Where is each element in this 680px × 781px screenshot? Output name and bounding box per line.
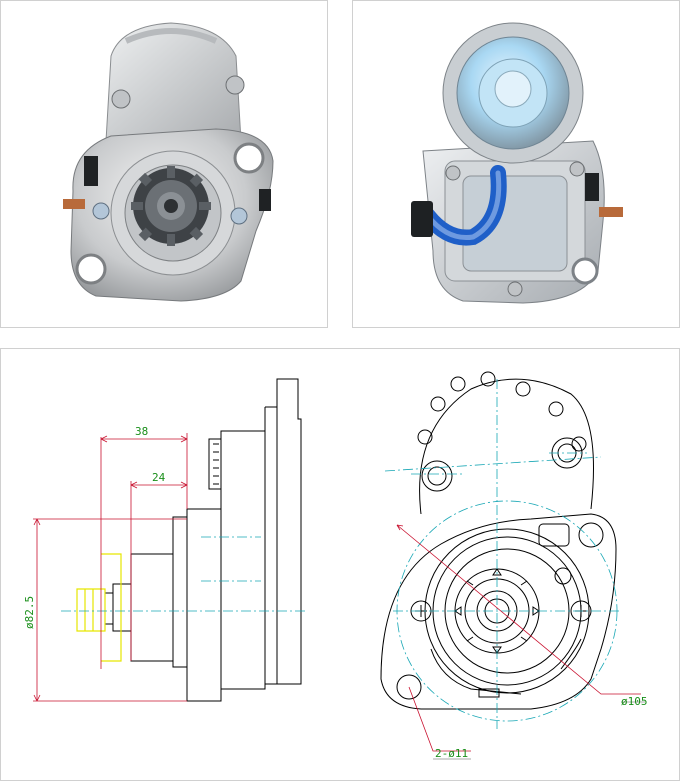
dimension-diameter-82-5: ø82.5 [23,596,36,629]
starter-rear-image [411,22,623,304]
dimension-24: 24 [152,471,166,484]
dimension-38: 38 [135,425,148,438]
dimension-holes-2-d11: 2-ø11 [435,747,468,760]
side-dimension-lines [33,433,188,702]
rear-photo-panel [352,0,680,328]
front-dimension-lines [396,524,641,752]
pinion-gear-icon [131,166,211,246]
cable-icon [420,165,507,246]
drawing-panel: 38 24 ø82.5 [0,348,680,781]
side-centerlines [61,536,307,612]
bolt-icon [92,75,248,225]
technical-drawing: 38 24 ø82.5 [23,371,648,760]
side-view [104,378,302,702]
front-centerlines [384,379,621,729]
dimension-diameter-105: ø105 [621,695,648,708]
pinion-yellow-outline [76,553,122,662]
front-photo-panel [0,0,328,328]
dimension-leader-lines [433,701,645,760]
starter-front-image [63,22,274,302]
solenoid-cap-icon [442,22,584,164]
